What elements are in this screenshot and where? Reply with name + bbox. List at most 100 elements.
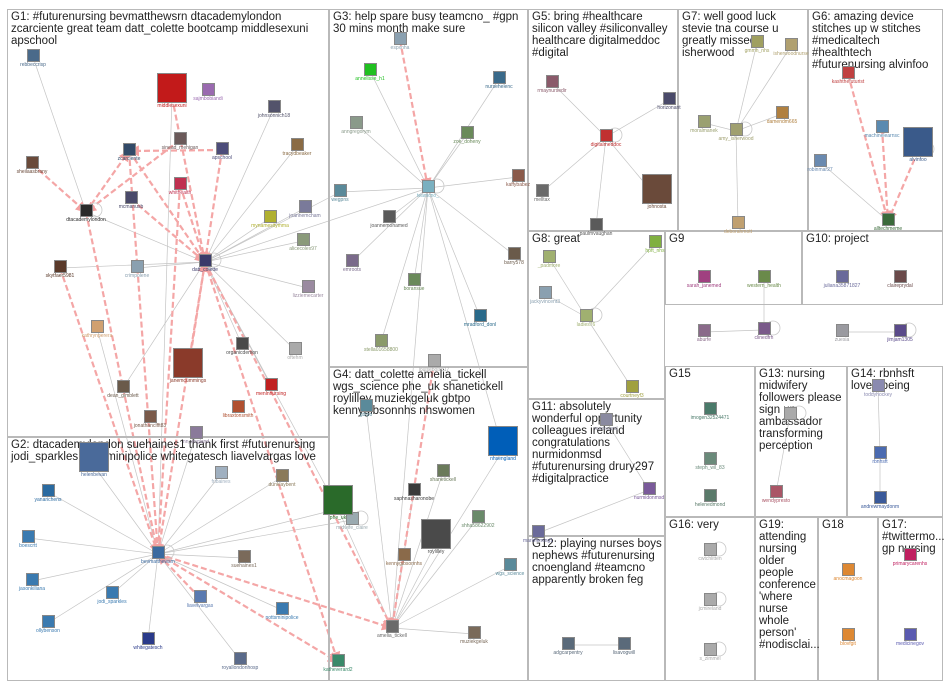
node-courtneyf3[interactable]: courtneyf3 [597,380,667,399]
node-isherwoodnurse[interactable]: isherwoodnurse [756,38,826,57]
node-juliana35871827[interactable]: juliana35871827 [807,270,877,289]
node-dunklaybent[interactable]: dunklaybent [247,469,317,488]
node-teamcno-[interactable]: teamcno_ [393,180,463,199]
node-espxnha[interactable]: espxnha [365,32,435,51]
node-sinead-mehigan[interactable]: sinead_mehigan [145,132,215,151]
node-andrewmaydonm[interactable]: andrewmaydonm [845,491,915,510]
node-oftehm[interactable]: oftehm [260,342,330,361]
node-jimjam1305[interactable]: jimjam1305 [865,324,935,343]
node-lisavogwill[interactable]: lisavogwill [589,637,659,656]
node-fribaines[interactable]: fribaines [186,466,256,485]
node-johnsonnich18[interactable]: johnsonnich18 [239,100,309,119]
node-nurmidonmsd[interactable]: nurmidonmsd [614,482,684,501]
node-s-zimmel[interactable]: s_zimmel [675,643,745,662]
node-joannemcham[interactable]: joannemcham [270,200,340,219]
node-deborahmott[interactable]: deborahmott [703,216,773,235]
node-clinedfrh[interactable]: clinedfrh [729,322,799,341]
node-datt-colette[interactable]: datt_colette [170,254,240,273]
node-sarah-janemed[interactable]: sarah_janemed [669,270,739,289]
node-apschool[interactable]: apschool [187,142,257,161]
node-louisebolsq17[interactable]: louisebolsq17 [399,354,469,373]
node-roylilley[interactable]: roylilley [401,519,471,555]
node-amy-isherwood[interactable]: amy_isherwood [701,123,771,142]
node-gbtpo[interactable]: gbtpo [331,399,401,418]
node-phe-uk[interactable]: phe_uk [303,485,373,521]
node-medicinegov[interactable]: medicinegov [875,628,945,647]
node-boransue[interactable]: boransue [379,273,449,292]
node-organicdemon[interactable]: organicdemon [207,337,277,356]
node-katheverard2[interactable]: katheverard2 [303,654,373,673]
node-jodi-sparkles[interactable]: jodi_sparkles [77,586,147,605]
node-kaffybabez[interactable]: kaffybabez [483,169,553,188]
node-whitegatesch[interactable]: whitegatesch [113,632,183,651]
node-jackyvincent3[interactable]: jackyvincent3 [510,286,580,305]
node-crimpolene[interactable]: crimpolene [102,260,172,279]
node-anocmagoon[interactable]: anocmagoon [813,563,883,582]
node-melltax[interactable]: melltax [507,184,577,203]
node-libraxtonsmith[interactable]: libraxtonsmith [203,400,273,419]
node-alltechmeme[interactable]: alltechmeme [853,213,923,232]
node-helenbevan[interactable]: helenbevan [59,442,129,478]
node-rebbeccrisp[interactable]: rebbeccrisp [0,49,68,68]
node-stella01658800[interactable]: stella01658800 [346,334,416,353]
node-shha58622902[interactable]: shha58622902 [443,510,513,529]
node-yanarichens[interactable]: yanarichens [13,484,83,503]
node--padmore[interactable]: _padmore [514,250,584,269]
node-hpft-nhs[interactable]: hpft_nhs [620,235,690,254]
node-zoe-doheny[interactable]: zoe_doheny [432,126,502,145]
node-jcmireland[interactable]: jcmireland [675,593,745,612]
node-imogen32524471[interactable]: imogen32524471 [675,402,745,421]
node-johnosta[interactable]: johnosta [622,174,692,210]
node-saphnasharonobe[interactable]: saphnasharonobe [379,483,449,502]
node-claireprydal[interactable]: claireprydal [865,270,935,289]
node-boescrtt[interactable]: boescrtt [0,530,63,549]
node-suehaines1[interactable]: suehaines1 [209,550,279,569]
node-aburfe[interactable]: aburfe [669,324,739,343]
node-muziekgeluk[interactable]: muziekgeluk [439,626,509,645]
node-tracydbeaker[interactable]: tracydbeaker [262,138,332,157]
node-amelia-tickell[interactable]: amelia_tickell [357,620,427,639]
node-anngregorym[interactable]: anngregorym [321,116,391,135]
node-gmmh-nhs[interactable]: gmmh_nhs [722,35,792,54]
node-nursehelenc[interactable]: nursehelenc [464,71,534,90]
node-nhsengland[interactable]: nhsengland [468,426,538,462]
node-rmaynursedir[interactable]: rmaynursedir [517,75,587,94]
node-barry578[interactable]: barry578 [479,247,549,266]
node-zcarciente[interactable]: zcarciente [94,143,164,162]
node-bevmatthewsrn[interactable]: bevmatthewsrn [123,546,193,565]
node-skytfaer5981[interactable]: skytfaer5981 [25,260,95,279]
node-western-health[interactable]: western_health [729,270,799,289]
node-middlesexuni[interactable]: middlesexuni [137,73,207,109]
node-adgcarpentry[interactable]: adgcarpentry [533,637,603,656]
node-nursecarol[interactable]: nursecarol [571,413,641,432]
node-ollybenson[interactable]: ollybenson [13,615,83,634]
node-mcmanusb[interactable]: mcmanusb [96,191,166,210]
node-moralmanek[interactable]: moralmanek [669,115,739,134]
node-robinmar27[interactable]: robinmar27 [785,154,855,173]
node-ladies76[interactable]: ladies76 [551,309,621,328]
node-kennygibsonnhs[interactable]: kennygibsonnhs [369,548,439,567]
node-steph-wil-83[interactable]: steph_wil_83 [675,452,745,471]
node-lizziemecarter[interactable]: lizziemecarter [273,280,343,299]
node-sheilaasbrany[interactable]: sheilaasbrany [0,156,67,175]
node-dean-gimblett[interactable]: dean_gimblett [88,380,158,399]
node-sajmbobiandi[interactable]: sajmbobiandi [173,83,243,102]
node-liavelvargas[interactable]: liavelvargas [165,590,235,609]
node-digitalmeddoc[interactable]: digitalmeddoc [571,129,641,148]
node-horizonant[interactable]: horizonant [634,92,704,111]
node-annelisse-h1[interactable]: annelisse_h1 [335,63,405,82]
node-zuesia[interactable]: zuesia [807,324,877,343]
node-nottsminipolice[interactable]: nottsminipolice [247,602,317,621]
node-helenedmond[interactable]: helenedmond [675,489,745,508]
node-wegpns[interactable]: wegpns [305,184,375,203]
node-machinelearnsc[interactable]: machinelearnsc [847,120,917,139]
node-paulmvaughan[interactable]: paulmvaughan [561,218,631,237]
node-cwtchlitten[interactable]: cwtchlitten [675,543,745,562]
node-kashthefuturist[interactable]: kashthefuturist [813,66,883,85]
node-kathrynperera[interactable]: kathrynperera [62,320,132,339]
node-jonathanclfft83[interactable]: jonathanclfft83 [115,410,185,429]
node-whithealth[interactable]: whithealth [145,177,215,196]
node-rbnhsft[interactable]: rbnhsft [845,446,915,465]
node-menlnnursing[interactable]: menlnnursing [236,378,306,397]
node-primarycarenhs[interactable]: primarycarenhs [875,548,945,567]
